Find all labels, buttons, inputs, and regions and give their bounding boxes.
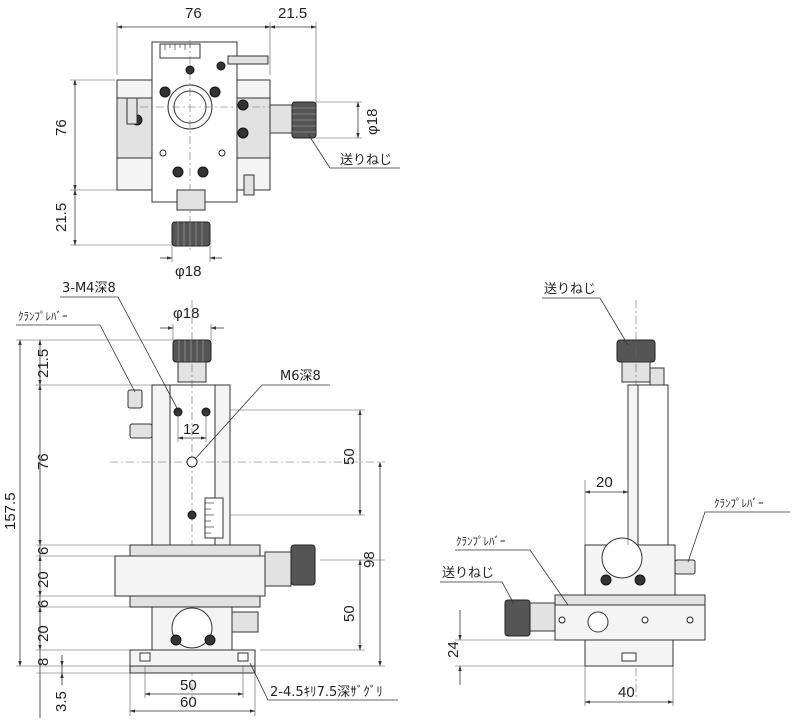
top-dim-width: 76 (185, 5, 202, 22)
front-dim-knob-dia: φ18 (173, 305, 199, 322)
clamp-lever-icon[interactable] (227, 55, 269, 65)
side-base (584, 639, 674, 667)
front-dim-3-5: 3.5 (53, 691, 70, 712)
side-lower-stage (554, 604, 706, 641)
front-dim-8: 8 (35, 658, 52, 666)
side-dim-40: 40 (618, 684, 635, 701)
screw-icon (170, 634, 182, 646)
front-dim-hole-pitch: 12 (183, 421, 200, 438)
top-dim-height: 76 (53, 119, 70, 136)
front-knob-side[interactable] (290, 544, 316, 586)
screw-icon (159, 86, 171, 98)
screw-icon (209, 86, 221, 98)
clamp-lever-icon[interactable] (129, 423, 153, 439)
front-dim-50-right: 50 (341, 448, 358, 465)
screw-icon (172, 166, 184, 178)
front-dim-6b: 6 (35, 600, 52, 608)
screw-icon (237, 127, 249, 139)
front-dim-50-lower: 50 (341, 605, 358, 622)
top-dim-knob-dia-right: φ18 (364, 109, 381, 135)
clamp-lever-icon[interactable] (243, 174, 255, 196)
front-view: 157.5 21.5 76 6 20 6 20 8 3.5 φ1 (2, 281, 398, 718)
center-hole-icon (186, 456, 198, 468)
front-dim-6a: 6 (35, 547, 52, 555)
clamp-lever-icon[interactable] (127, 389, 143, 409)
screw-icon (600, 574, 612, 586)
screw-icon (204, 634, 216, 646)
front-label-center-hole: M6深8 (280, 369, 321, 384)
top-knob-bottom[interactable] (171, 221, 211, 247)
screw-icon (634, 574, 646, 586)
front-label-clamp-lever: ｸﾗﾝﾌﾟﾚﾊﾞｰ (18, 310, 68, 323)
front-middle-stage (114, 555, 266, 597)
clamp-lever-icon[interactable] (126, 97, 138, 125)
front-dim-98: 98 (361, 551, 378, 568)
screw-icon (237, 99, 249, 111)
front-dim-base-50: 50 (180, 677, 197, 694)
front-label-counterbore: 2-4.5ｷﾘ7.5深ｻﾞｸﾞﾘ (270, 685, 383, 700)
front-dim-20b: 20 (35, 625, 52, 642)
side-label-clamp-lever-right: ｸﾗﾝﾌﾟﾚﾊﾞｰ (714, 497, 764, 510)
side-dim-24: 24 (445, 641, 462, 658)
front-dim-20a: 20 (35, 571, 52, 588)
side-dim-20: 20 (596, 474, 613, 491)
top-dim-knob-y: 21.5 (53, 203, 70, 232)
screw-icon (185, 65, 195, 75)
top-view: 76 21.5 76 21.5 (53, 5, 400, 280)
tapped-hole-icon (187, 510, 197, 520)
screw-icon (197, 166, 209, 178)
clamp-lever-icon[interactable] (674, 559, 696, 575)
side-label-feed-screw: 送りねじ (544, 282, 596, 297)
front-label-tapped-holes: 3-M4深8 (62, 281, 116, 296)
front-dim-base-60: 60 (180, 694, 197, 711)
side-label-feed-screw-left: 送りねじ (442, 566, 494, 581)
top-dim-knob-x: 21.5 (278, 5, 307, 22)
side-label-clamp-lever-left: ｸﾗﾝﾌﾟﾚﾊﾞｰ (456, 535, 506, 548)
top-dim-knob-dia-bottom: φ18 (175, 263, 201, 280)
top-label-feed-screw: 送りねじ (340, 153, 392, 168)
front-dim-76: 76 (35, 453, 52, 470)
front-dim-21-5: 21.5 (35, 349, 52, 378)
front-dim-157-5: 157.5 (2, 492, 19, 530)
side-knob-left[interactable] (504, 599, 531, 637)
side-view: 20 24 40 送りねじ ｸﾗﾝﾌﾟﾚﾊﾞｰ ｸﾗﾝﾌﾟﾚﾊﾞｰ 送りねじ (440, 282, 790, 706)
